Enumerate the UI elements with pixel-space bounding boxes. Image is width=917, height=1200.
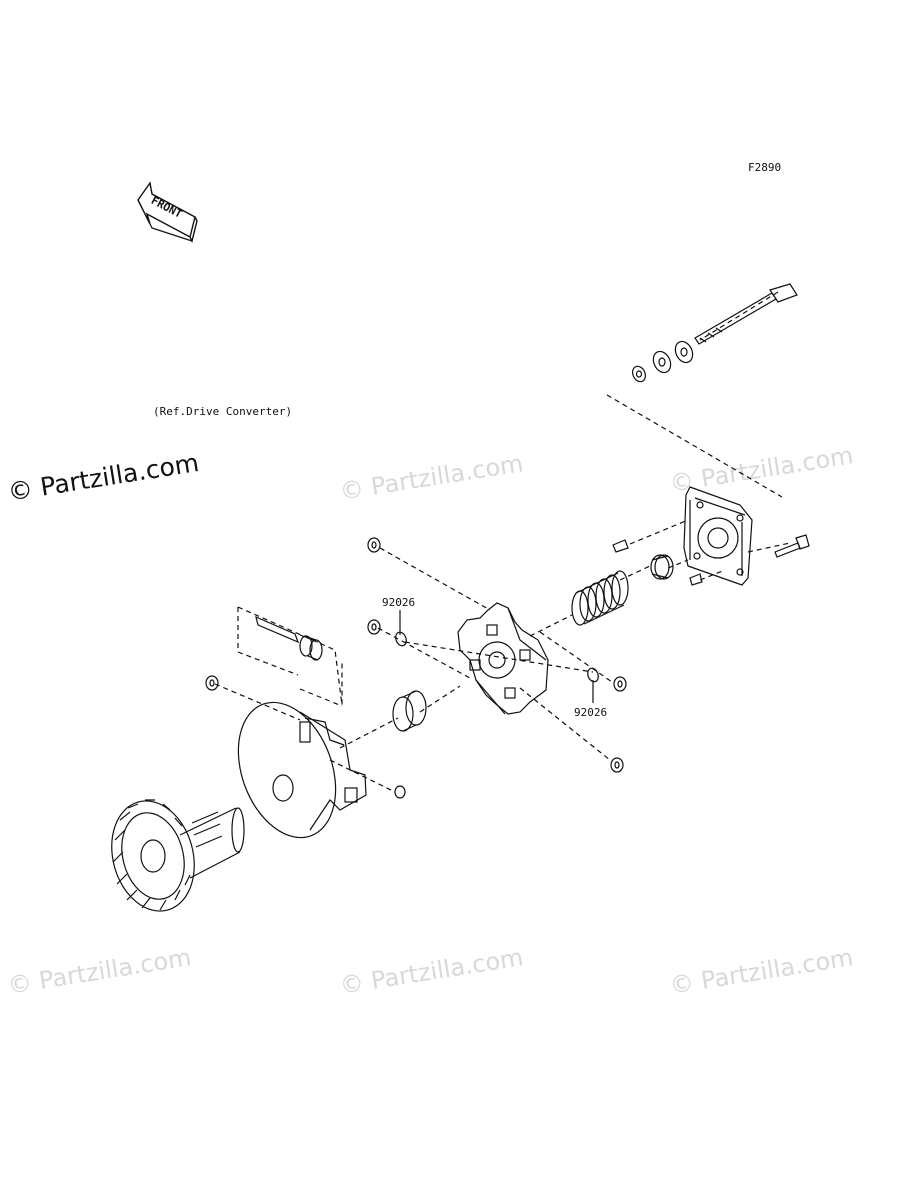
washer: [652, 350, 672, 374]
small-bolt: [774, 534, 810, 558]
nut: [610, 757, 624, 773]
o-ring: [587, 667, 599, 683]
washer: [674, 340, 694, 364]
spider-hub: [457, 602, 549, 715]
part-number-callout: 92026: [382, 596, 416, 609]
nut: [613, 676, 627, 692]
pin: [612, 539, 629, 553]
movable-sheave: [237, 701, 367, 839]
pin: [255, 615, 300, 644]
bolt: [694, 283, 798, 345]
cover-plate: [683, 486, 753, 586]
assembly-lines: [214, 291, 791, 793]
nut: [205, 675, 219, 691]
roller: [392, 690, 427, 732]
washer: [631, 365, 647, 383]
nut: [367, 619, 381, 635]
spring: [571, 570, 629, 626]
part-number-callout: 92026: [574, 706, 608, 719]
front-arrow-icon: FRONT: [137, 181, 198, 244]
bushing: [650, 554, 674, 580]
pin: [689, 573, 703, 586]
small-roller: [299, 635, 323, 661]
o-ring: [395, 631, 407, 647]
ref-note: (Ref.Drive Converter): [153, 405, 293, 418]
nut: [394, 785, 406, 799]
nut: [367, 537, 381, 553]
fixed-sheave-fan: [111, 799, 245, 912]
figure-code: F2890: [748, 161, 782, 174]
